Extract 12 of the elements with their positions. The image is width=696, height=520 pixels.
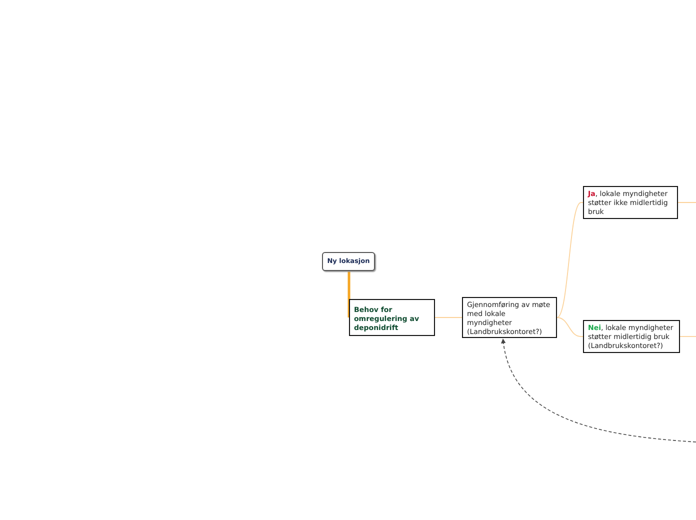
connector-line bbox=[678, 202, 696, 203]
connector-line bbox=[556, 317, 584, 337]
topic-box bbox=[583, 320, 680, 353]
dashed-arrow bbox=[501, 338, 696, 442]
connector-line bbox=[680, 336, 696, 337]
connector-line bbox=[348, 271, 350, 318]
topic-box bbox=[349, 299, 435, 336]
topic-box bbox=[583, 186, 678, 219]
connector-line bbox=[434, 317, 462, 318]
topic-box bbox=[462, 297, 557, 338]
connector-line bbox=[556, 202, 584, 318]
root-topic-box bbox=[322, 252, 375, 271]
